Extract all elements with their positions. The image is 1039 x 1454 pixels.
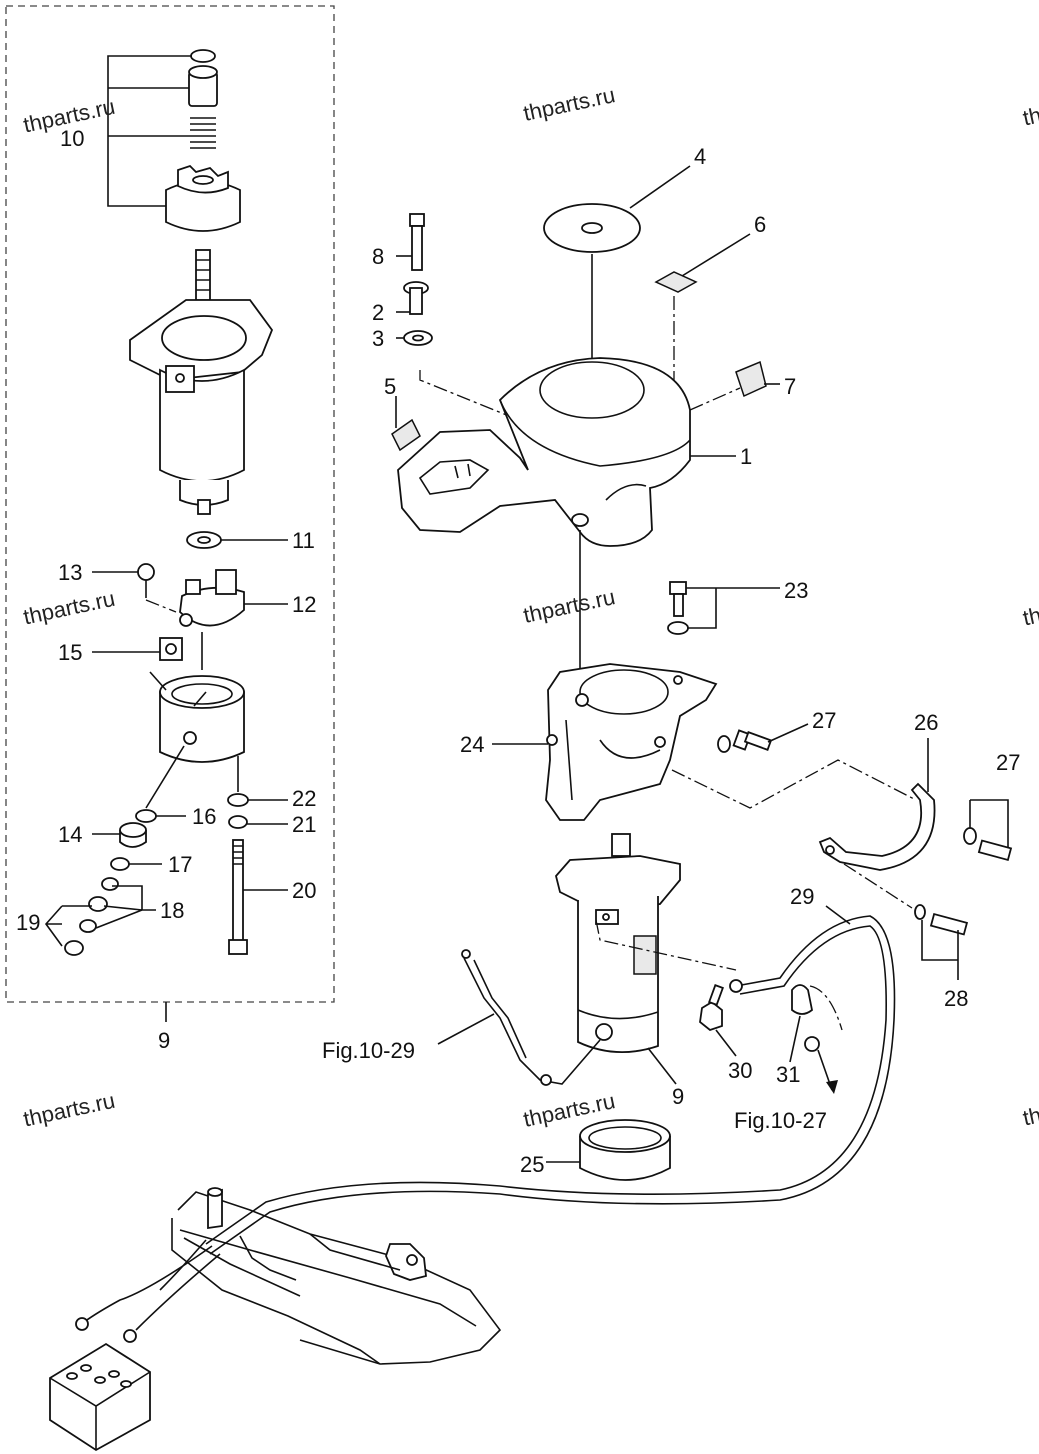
washer-22 <box>227 793 249 807</box>
label-sticker-7 <box>735 360 767 398</box>
label-24: 24 <box>460 732 484 757</box>
bolt-23 <box>669 581 687 595</box>
watermark: thparts.ru <box>521 584 617 628</box>
end-cover <box>159 675 245 763</box>
label-28: 28 <box>944 986 968 1011</box>
flywheel-cover-1 <box>397 357 691 547</box>
starter-motor-exploded <box>129 249 274 515</box>
screw-13 <box>137 563 155 581</box>
label-15: 15 <box>58 640 82 665</box>
watermark: thparts.ru <box>21 1088 117 1132</box>
watermark: thparts.ru <box>521 82 617 126</box>
cap-31 <box>791 984 813 1015</box>
watermark-clipped: thparts.ru <box>1021 1087 1039 1131</box>
lock-washer-21 <box>228 815 248 829</box>
battery-cable-29 <box>205 915 896 1255</box>
nuts-18-19 <box>64 877 119 956</box>
label-sticker-5 <box>391 418 421 452</box>
label-31: 31 <box>776 1062 800 1087</box>
ref-fig-10-29: Fig.10-29 <box>322 1038 415 1063</box>
through-bolt-20 <box>232 839 244 943</box>
bolt-8 <box>409 213 425 227</box>
washer-27a <box>717 735 731 753</box>
washer-28 <box>914 904 926 920</box>
label-27b: 27 <box>996 750 1020 775</box>
battery <box>49 1342 151 1452</box>
washer-27b <box>963 827 977 845</box>
label-29: 29 <box>790 884 814 909</box>
band-26 <box>818 782 936 871</box>
ring-25 <box>579 1119 671 1181</box>
pinion-assembly <box>165 49 241 232</box>
label-23: 23 <box>784 578 808 603</box>
label-10: 10 <box>60 126 84 151</box>
label-21: 21 <box>292 812 316 837</box>
label-17: 17 <box>168 852 192 877</box>
label-14: 14 <box>58 822 82 847</box>
label-20: 20 <box>292 878 316 903</box>
label-9-box: 9 <box>158 1028 170 1053</box>
label-3: 3 <box>372 326 384 351</box>
label-16: 16 <box>192 804 216 829</box>
label-7: 7 <box>784 374 796 399</box>
bolt-27b <box>977 839 1013 862</box>
starter-assembly-box <box>5 5 335 1003</box>
label-sticker-6 <box>654 271 698 293</box>
label-2: 2 <box>372 300 384 325</box>
label-22: 22 <box>292 786 316 811</box>
label-18: 18 <box>160 898 184 923</box>
label-9: 9 <box>672 1084 684 1109</box>
label-8: 8 <box>372 244 384 269</box>
bolt-30 <box>699 1000 723 1032</box>
watermark-clipped: thparts.ru <box>1021 87 1039 131</box>
label-4: 4 <box>694 144 706 169</box>
washer-16 <box>135 809 157 823</box>
washer-17 <box>110 857 130 871</box>
label-12: 12 <box>292 592 316 617</box>
bracket-24 <box>545 663 718 821</box>
label-11: 11 <box>292 528 315 553</box>
label-25: 25 <box>520 1152 544 1177</box>
label-26: 26 <box>914 710 938 735</box>
watermark: thparts.ru <box>21 586 117 630</box>
brush-holder-12 <box>179 569 245 627</box>
bushing-14 <box>119 822 147 838</box>
label-27a: 27 <box>812 708 836 733</box>
ref-fig-10-27: Fig.10-27 <box>734 1108 827 1133</box>
label-19: 19 <box>16 910 40 935</box>
label-13: 13 <box>58 560 82 585</box>
bolt-28 <box>929 912 969 936</box>
starter-motor-9 <box>555 833 681 1053</box>
boat-frame <box>171 1187 502 1365</box>
label-6: 6 <box>754 212 766 237</box>
label-30: 30 <box>728 1058 752 1083</box>
label-1: 1 <box>740 444 752 469</box>
label-5: 5 <box>384 374 396 399</box>
watermark-clipped: thparts.ru <box>1021 587 1039 631</box>
